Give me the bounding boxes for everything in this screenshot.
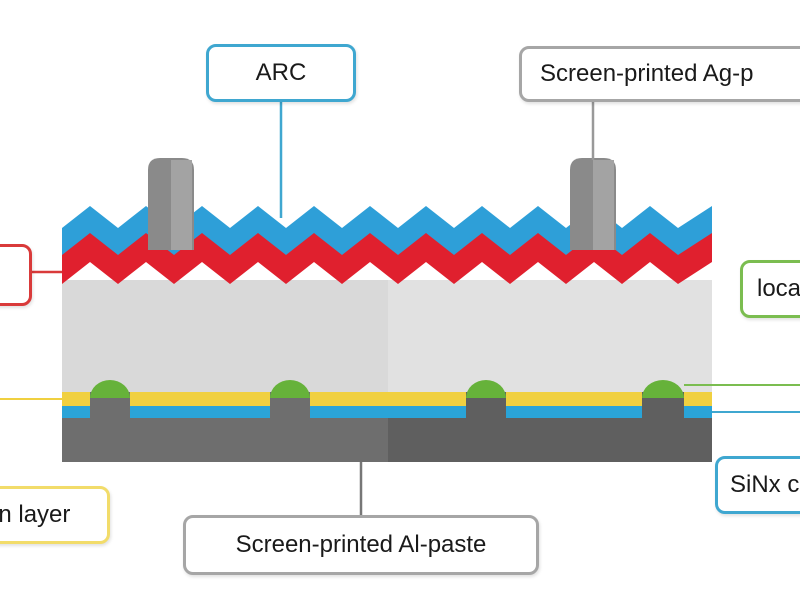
emitter-label: r [0, 244, 32, 306]
al-paste-label: Screen-printed Al-paste [183, 515, 539, 575]
ag-finger-left-shade [171, 160, 192, 250]
al-paste-layer-left [62, 418, 388, 462]
local-contact-label: loca [740, 260, 800, 318]
silicon-body-left [62, 280, 388, 395]
al-paste-layer-right [388, 418, 712, 462]
passivation-label-text: on layer [0, 501, 71, 528]
ag-paste-label: Screen-printed Ag-p [519, 46, 800, 102]
ag-finger-right-shade [593, 160, 614, 250]
ag-paste-label-text: Screen-printed Ag-p [540, 60, 754, 87]
sinx-label-text: SiNx c [730, 471, 800, 498]
local-contact-bump [90, 380, 130, 398]
passivation-layer [62, 392, 712, 406]
arc-label: ARC [206, 44, 356, 102]
local-contact-bump [642, 380, 684, 398]
silicon-body-right [388, 280, 712, 395]
emitter-layer [62, 233, 712, 284]
sinx-layer [62, 406, 712, 418]
passivation-label: on layer [0, 486, 110, 544]
local-contact-bump [466, 380, 506, 398]
local-contact-label-text: loca [757, 275, 800, 302]
arc-label-text: ARC [255, 59, 307, 86]
sinx-label: SiNx c [715, 456, 800, 514]
al-paste-label-text: Screen-printed Al-paste [235, 531, 487, 558]
local-contact-bump [270, 380, 310, 398]
